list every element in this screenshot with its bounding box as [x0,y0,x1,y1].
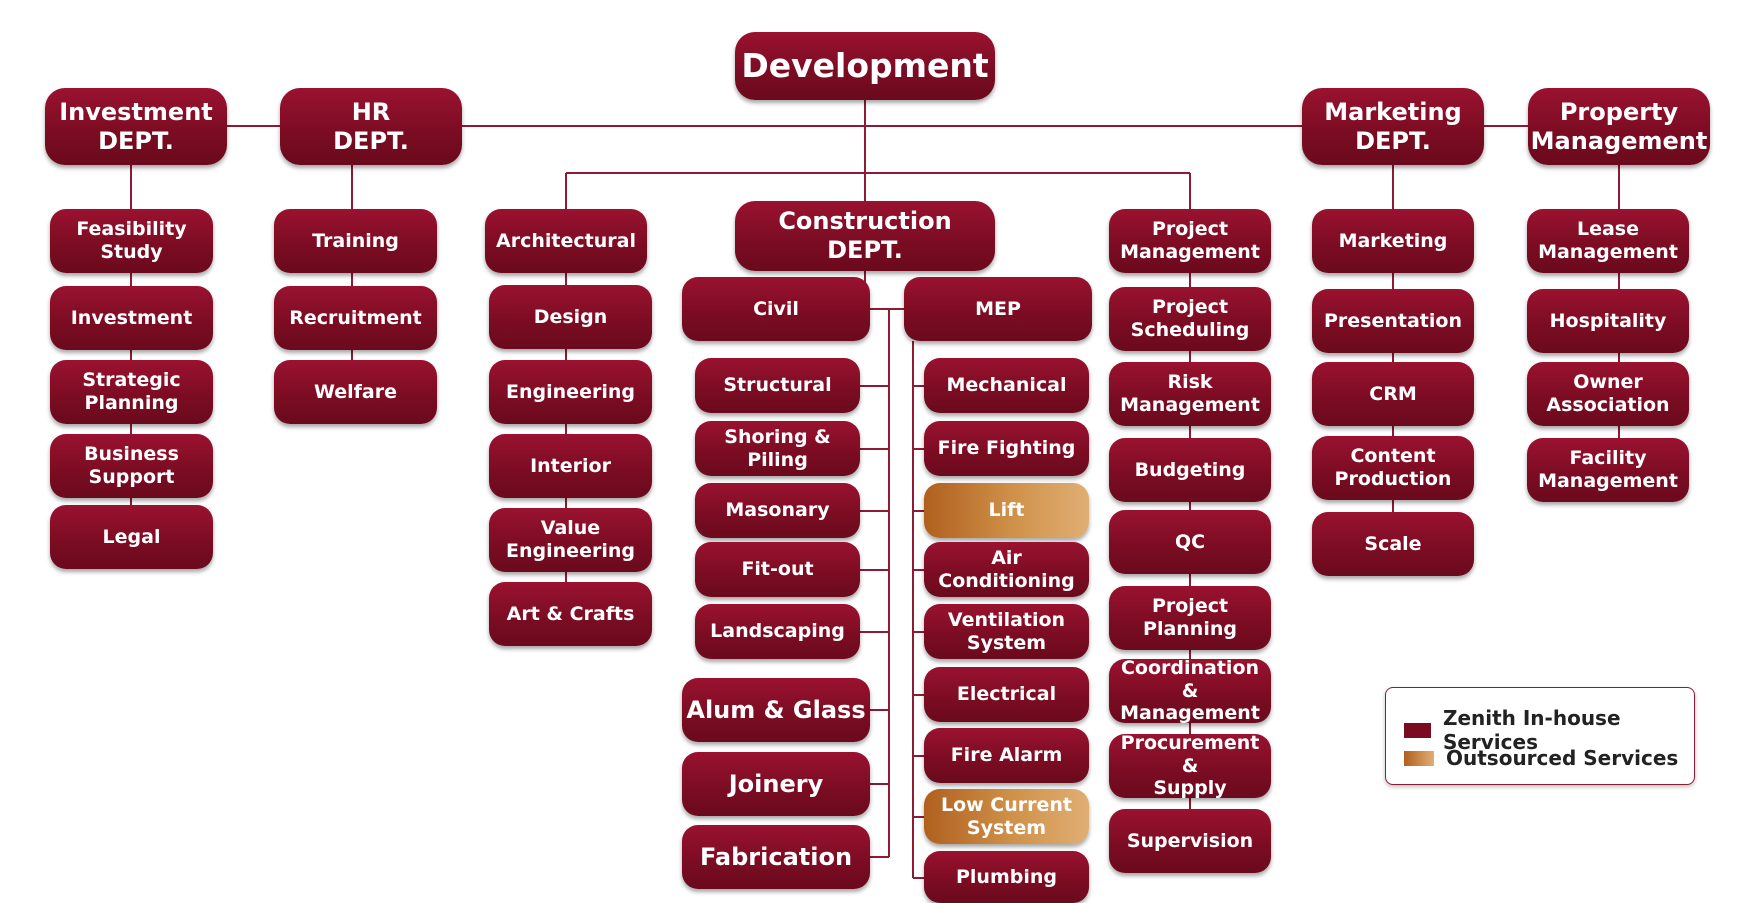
architectural-item-engineering: Engineering [489,360,652,424]
hr-item-welfare: Welfare [274,360,437,424]
mep-item-low-current-system: Low Current System [924,789,1089,844]
property-item-hospitality: Hospitality [1527,289,1689,353]
civil-item-structural: Structural [695,358,860,413]
property-management-dept-node: Property Management [1528,88,1710,165]
investment-item-investment: Investment [50,286,213,350]
marketing-item-content-production: Content Production [1312,436,1474,500]
civil-item-landscaping: Landscaping [695,604,860,659]
investment-item-legal: Legal [50,505,213,569]
pm-item-procurement-supply: Procurement & Supply [1109,732,1271,799]
architectural-item-design: Design [489,285,652,349]
inhouse-swatch [1404,722,1431,738]
marketing-dept-node: Marketing DEPT. [1302,88,1484,165]
mep-item-fire-alarm: Fire Alarm [924,728,1089,783]
civil-item-fabrication: Fabrication [682,825,870,889]
hr-item-training: Training [274,209,437,273]
civil-item-alum-glass: Alum & Glass [682,678,870,742]
mep-node: MEP [904,277,1092,341]
hr-item-recruitment: Recruitment [274,286,437,350]
mep-item-lift: Lift [924,483,1089,538]
property-item-facility-management: Facility Management [1527,438,1689,502]
pm-item-coordination-management: Coordination & Management [1109,657,1271,724]
architectural-item-art-crafts: Art & Crafts [489,582,652,646]
mep-item-electrical: Electrical [924,667,1089,722]
construction-dept-node: Construction DEPT. [735,201,995,271]
pm-item-project-planning: Project Planning [1109,586,1271,650]
marketing-item-marketing: Marketing [1312,209,1474,273]
mep-item-ventilation-system: Ventilation System [924,604,1089,659]
legend-row-inhouse: Zenith In-house Services [1404,706,1694,754]
marketing-item-crm: CRM [1312,362,1474,426]
investment-dept-node: Investment DEPT. [45,88,227,165]
marketing-item-scale: Scale [1312,512,1474,576]
investment-item-business-support: Business Support [50,434,213,498]
outsourced-swatch [1404,750,1434,766]
property-item-lease-management: Lease Management [1527,209,1689,273]
property-item-owner-association: Owner Association [1527,362,1689,426]
architectural-node: Architectural [485,209,647,273]
pm-item-supervision: Supervision [1109,809,1271,873]
civil-item-masonary: Masonary [695,483,860,538]
mep-item-mechanical: Mechanical [924,358,1089,413]
legend-label-outsourced: Outsourced Services [1446,746,1679,770]
civil-item-joinery: Joinery [682,752,870,816]
legend: Zenith In-house Services Outsourced Serv… [1385,687,1695,785]
pm-item-budgeting: Budgeting [1109,438,1271,502]
legend-label-inhouse: Zenith In-house Services [1442,706,1621,754]
mep-item-fire-fighting: Fire Fighting [924,421,1089,476]
hr-dept-node: HR DEPT. [280,88,462,165]
architectural-item-value-engineering: Value Engineering [489,508,652,572]
development-node: Development [735,32,995,100]
project-management-node: Project Management [1109,209,1271,273]
mep-item-air-conditioning: Air Conditioning [924,542,1089,597]
civil-item-shoring-piling: Shoring & Piling [695,421,860,476]
architectural-item-interior: Interior [489,434,652,498]
civil-node: Civil [682,277,870,341]
investment-item-feasibility-study: Feasibility Study [50,209,213,273]
investment-item-strategic-planning: Strategic Planning [50,360,213,424]
marketing-item-presentation: Presentation [1312,289,1474,353]
pm-item-risk-management: Risk Management [1109,362,1271,426]
pm-item-project-scheduling: Project Scheduling [1109,287,1271,351]
mep-item-plumbing: Plumbing [924,851,1089,903]
pm-item-qc: QC [1109,510,1271,574]
legend-row-outsourced: Outsourced Services [1404,746,1678,770]
civil-item-fit-out: Fit-out [695,542,860,597]
